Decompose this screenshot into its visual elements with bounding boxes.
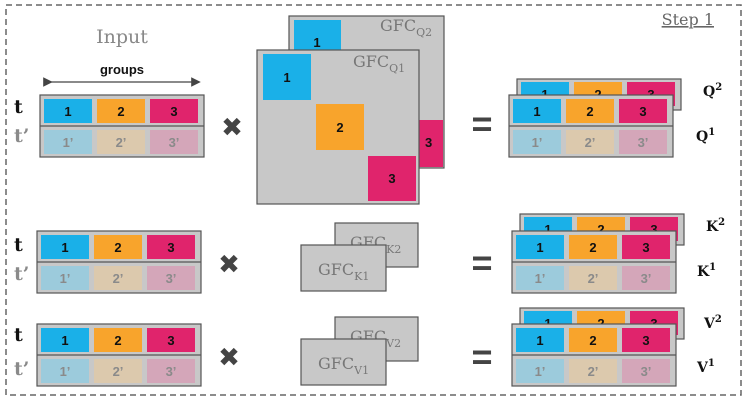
cell-t-3: 3 [170, 104, 177, 119]
step-label: Step 1 [662, 10, 714, 29]
svg-text:1: 1 [61, 333, 68, 348]
label-k1: K1 [697, 262, 716, 280]
label-q2: Q2 [703, 82, 722, 100]
q2-cell-1: 1 [313, 35, 320, 50]
svg-text:2’: 2’ [113, 364, 124, 379]
svg-text:3: 3 [642, 333, 649, 348]
svg-text:3: 3 [167, 333, 174, 348]
svg-text:1’: 1’ [535, 271, 546, 286]
svg-text:3’: 3’ [166, 271, 177, 286]
svg-text:2: 2 [114, 240, 121, 255]
svg-text:1’: 1’ [532, 135, 543, 150]
matrix-gfc-v: GFCV2 GFCV1 [300, 316, 419, 386]
groups-label: groups [100, 62, 144, 77]
svg-text:t’: t’ [14, 263, 29, 285]
svg-text:2’: 2’ [113, 271, 124, 286]
row-label-t: t [14, 96, 23, 118]
equals-icon-v: = [471, 336, 492, 377]
gfc-v1-label: GFCV1 [318, 354, 369, 377]
gfc-q1-label: GFCQ1 [353, 52, 405, 75]
input-block-q: t t’ 1 2 3 1’ 2’ 3’ [14, 94, 205, 158]
svg-text:2: 2 [589, 240, 596, 255]
svg-text:2: 2 [586, 104, 593, 119]
multiply-icon-k: ✖ [218, 249, 240, 279]
svg-text:3’: 3’ [641, 271, 652, 286]
input-block-k: t t’ 1 2 3 1’ 2’ 3’ [14, 230, 202, 294]
svg-text:2: 2 [597, 222, 604, 237]
q1-cell-3: 3 [388, 171, 395, 186]
label-k2: K2 [706, 217, 725, 235]
svg-text:2’: 2’ [585, 135, 596, 150]
svg-text:2’: 2’ [588, 364, 599, 379]
q1-cell-1: 1 [283, 70, 290, 85]
step-frame [5, 4, 742, 396]
row-label-t-prime: t’ [14, 125, 29, 147]
svg-text:1’: 1’ [60, 271, 71, 286]
input-label: Input [96, 26, 148, 48]
label-v2: V2 [703, 314, 722, 332]
svg-text:1: 1 [536, 240, 543, 255]
q1-cell-2: 2 [336, 120, 343, 135]
svg-text:3’: 3’ [641, 364, 652, 379]
svg-text:3: 3 [642, 240, 649, 255]
input-block-v: t t’ 1 2 3 1’ 2’ 3’ [14, 323, 202, 387]
svg-text:2’: 2’ [588, 271, 599, 286]
label-q1: Q1 [696, 127, 715, 145]
cell-t-1: 1 [64, 104, 71, 119]
q2-cell-3: 3 [425, 135, 432, 150]
multiply-icon-q: ✖ [221, 112, 243, 142]
multiply-icon-v: ✖ [218, 342, 240, 372]
output-q: 1 2 3 1 2 3 1’ 2’ 3’ Q2 Q1 [508, 78, 722, 158]
svg-text:3’: 3’ [166, 364, 177, 379]
cell-tp-1: 1’ [63, 135, 74, 150]
svg-text:3: 3 [167, 240, 174, 255]
svg-text:t: t [14, 234, 23, 256]
equals-icon-q: = [471, 103, 492, 144]
equals-icon-k: = [471, 242, 492, 283]
gfc-q2-label: GFCQ2 [380, 16, 432, 39]
svg-text:1: 1 [544, 222, 551, 237]
output-v: 1 2 3 1 2 3 1’ 2’ 3’ V2 V1 [511, 307, 722, 387]
svg-text:3: 3 [650, 222, 657, 237]
svg-text:1’: 1’ [60, 364, 71, 379]
cell-tp-2: 2’ [116, 135, 127, 150]
svg-text:2: 2 [589, 333, 596, 348]
svg-text:1: 1 [533, 104, 540, 119]
output-k: 1 2 3 1 2 3 1’ 2’ 3’ K2 K1 [511, 213, 725, 294]
svg-text:1: 1 [61, 240, 68, 255]
label-v1: V1 [696, 358, 715, 376]
svg-text:t: t [14, 324, 23, 346]
svg-text:1: 1 [536, 333, 543, 348]
svg-text:t’: t’ [14, 358, 29, 380]
cell-t-2: 2 [117, 104, 124, 119]
matrix-gfc-k: GFCK2 GFCK1 [300, 222, 419, 292]
svg-text:1’: 1’ [535, 364, 546, 379]
matrix-gfc-q1: 1 2 3 GFCQ1 [256, 49, 420, 205]
svg-text:3: 3 [639, 104, 646, 119]
cell-tp-3: 3’ [169, 135, 180, 150]
svg-text:2: 2 [114, 333, 121, 348]
svg-text:3’: 3’ [638, 135, 649, 150]
gfc-k1-label: GFCK1 [318, 260, 369, 283]
